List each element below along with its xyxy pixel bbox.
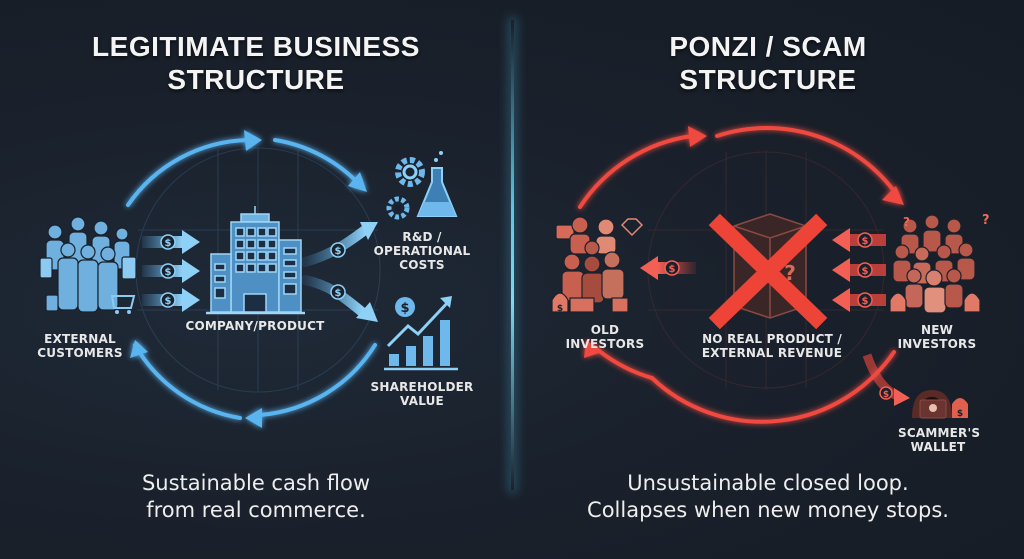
legit-title-line2: STRUCTURE [167,64,345,95]
svg-text:$: $ [957,409,963,419]
svg-text:$: $ [335,288,342,299]
gears-flask-icon [386,151,458,220]
investment-arrows: $ $ $ [832,228,886,312]
shareholder-value-label: SHAREHOLDER VALUE [370,380,474,408]
cycle-arrows [126,138,377,420]
scam-caption: Unsustainable closed loop. Collapses whe… [587,471,949,522]
output-arrows: $ $ [300,222,378,322]
legit-caption: Sustainable cash flow from real commerce… [141,471,371,522]
new-investors-label: NEW INVESTORS [897,323,977,351]
svg-text:$: $ [165,267,172,278]
svg-text:$: $ [557,304,563,314]
center-divider [511,20,514,490]
customer-payment-arrows: $ $ $ [142,230,200,312]
investment-arrow: $ [832,288,886,312]
hooded-hacker-icon: $ [912,390,968,419]
payment-arrow: $ [142,259,200,283]
scam-title-line1: PONZI / SCAM [669,31,867,62]
wealthy-people-icon: $ [551,216,644,314]
ponzi-scam-panel: PONZI / SCAM STRUCTURE [512,0,1024,559]
scam-diagram: $ $ ? $ [551,126,990,424]
svg-text:$: $ [165,296,172,307]
payout-arrow: $ [640,256,696,280]
confused-people-icon: ? ? [889,213,990,314]
no-real-product-label: NO REAL PRODUCT / EXTERNAL REVENUE [701,332,843,360]
skim-arrow: $ [862,353,910,406]
cycle-arrowheads [130,130,367,428]
external-customers-label: EXTERNAL CUSTOMERS [37,332,123,360]
loop-arrowheads [584,126,904,358]
svg-text:$: $ [165,238,172,249]
svg-text:$: $ [862,296,869,307]
company-product-label: COMPANY/PRODUCT [185,319,325,333]
svg-text:?: ? [982,213,990,228]
legit-title-line1: LEGITIMATE BUSINESS [92,31,420,62]
growth-chart-icon: $ [384,296,458,371]
legit-title: LEGITIMATE BUSINESS STRUCTURE [0,30,512,96]
scammers-wallet-label: SCAMMER'S WALLET [898,426,981,454]
payment-arrow: $ [142,288,200,312]
svg-text:$: $ [862,266,869,277]
building-icon [206,206,305,315]
scam-title-line2: STRUCTURE [679,64,857,95]
legitimate-business-panel: LEGITIMATE BUSINESS STRUCTURE [0,30,512,522]
payment-arrow: $ [142,230,200,254]
svg-text:$: $ [883,390,889,400]
svg-text:$: $ [335,246,342,257]
investment-arrow: $ [832,258,886,282]
svg-text:$: $ [669,264,676,275]
svg-text:$: $ [400,301,409,316]
svg-text:$: $ [862,236,869,247]
crossed-box-icon: ? [708,213,828,330]
old-investors-label: OLD INVESTORS [565,323,645,351]
rd-operational-costs-label: R&D / OPERATIONAL COSTS [373,230,471,272]
people-group-icon [39,216,137,314]
scam-title: PONZI / SCAM STRUCTURE [512,30,1024,96]
investment-arrow: $ [832,228,886,252]
svg-text:?: ? [903,215,910,229]
legit-diagram: $ $ $ [39,130,458,428]
svg-text:?: ? [784,261,796,285]
